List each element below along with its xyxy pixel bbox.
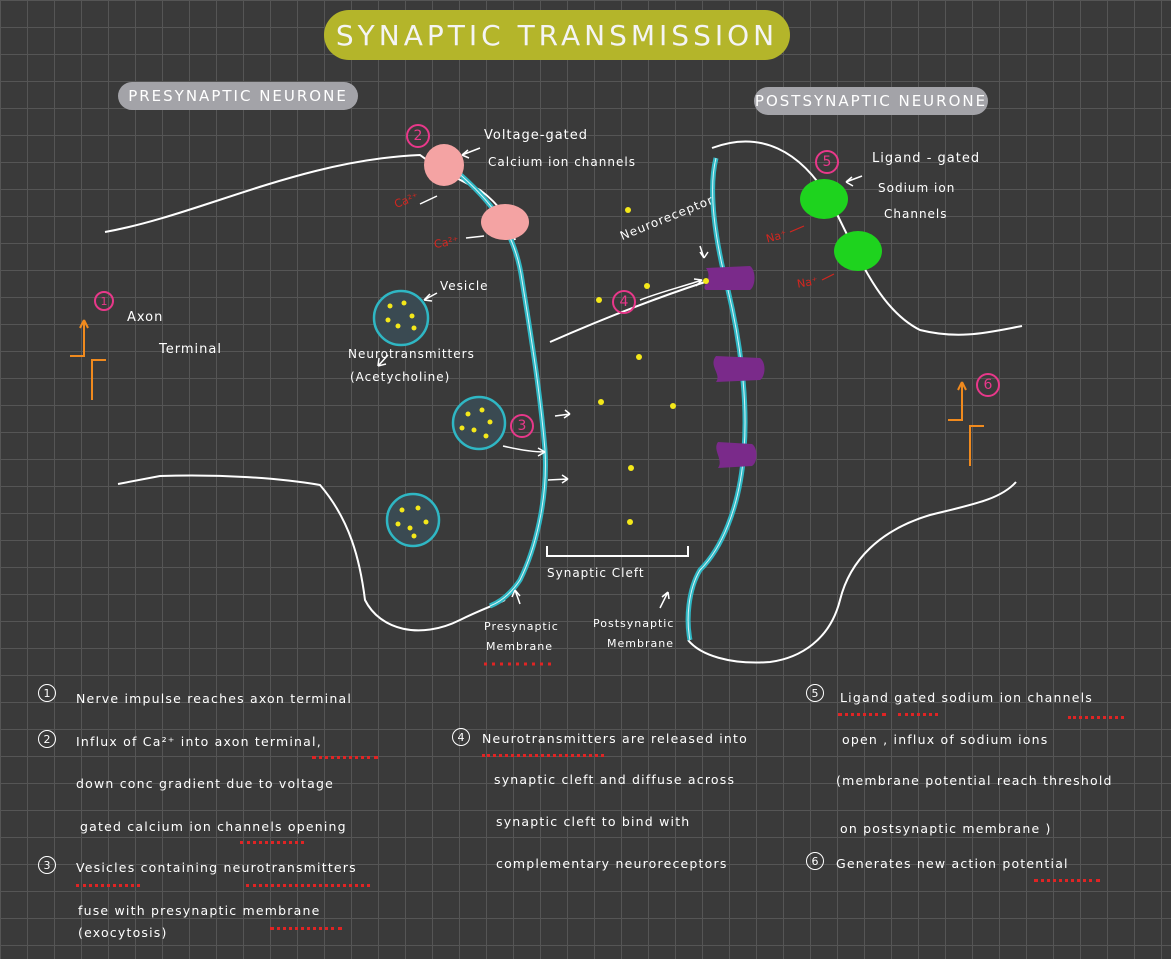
sodium-channel-1 xyxy=(800,179,848,219)
note-number-2: 2 xyxy=(38,730,56,748)
vesicle-3 xyxy=(385,492,441,548)
sodium-channel-2 xyxy=(834,231,882,271)
note-number-6: 6 xyxy=(806,852,824,870)
page-title: SYNAPTIC TRANSMISSION xyxy=(324,10,790,60)
presynaptic-outline xyxy=(104,153,516,241)
note-number-5: 5 xyxy=(806,684,824,702)
vesicle-2 xyxy=(451,395,507,451)
note-2-line-2: down conc gradient due to voltage xyxy=(76,776,334,791)
note-5-line-4: on postsynaptic membrane ) xyxy=(840,821,1052,836)
ligand-gated-label: Ligand - gated xyxy=(872,151,981,166)
postsynaptic-membrane xyxy=(685,157,748,641)
note-4-line-2: synaptic cleft and diffuse across xyxy=(494,772,736,787)
note-3-line-3: (exocytosis) xyxy=(78,925,168,940)
presynaptic-neurone-label: PRESYNAPTIC NEURONE xyxy=(118,82,358,110)
sodium-ion-label: Sodium ion xyxy=(878,181,956,195)
step-marker-6: 6 xyxy=(976,373,1000,397)
impulse-arrow-right xyxy=(948,381,984,466)
neuroreceptor-1 xyxy=(704,266,755,290)
note-2-underline-2 xyxy=(240,841,304,844)
note-5-line-3: (membrane potential reach threshold xyxy=(836,773,1113,788)
note-3-underline-2 xyxy=(246,884,370,887)
calcium-channel-2 xyxy=(481,204,529,240)
calcium-channel-1 xyxy=(424,144,464,186)
note-3-underline-3 xyxy=(270,927,342,930)
note-6: Generates new action potential xyxy=(836,856,1069,871)
note-2-underline xyxy=(312,756,378,759)
step-marker-2: 2 xyxy=(406,124,430,148)
neuroreceptor-3 xyxy=(716,442,757,468)
note-4-underline xyxy=(482,754,604,757)
vesicle-1 xyxy=(372,289,430,347)
presynaptic-membrane-label: Presynaptic xyxy=(484,620,559,633)
presynaptic-outline-lower xyxy=(117,474,506,632)
note-number-4: 4 xyxy=(452,728,470,746)
note-3-line-1: Vesicles containing neurotransmitters xyxy=(76,860,357,875)
note-4-line-4: complementary neuroreceptors xyxy=(496,856,728,871)
channels-label: Channels xyxy=(884,207,948,221)
step-marker-4: 4 xyxy=(612,290,636,314)
calcium-channels-label: Calcium ion channels xyxy=(488,155,636,169)
neuroreceptor-2 xyxy=(713,356,765,382)
acetylcholine-label: (Acetycholine) xyxy=(350,370,451,384)
annotation-arrows xyxy=(377,147,863,609)
note-5-underline-2 xyxy=(898,713,938,716)
terminal-label: Terminal xyxy=(159,342,222,357)
note-5-underline-3 xyxy=(1068,716,1124,719)
neurotransmitters-in-cleft xyxy=(596,207,709,525)
postsynaptic-outline-lower xyxy=(687,481,1017,664)
impulse-arrow-left xyxy=(70,319,106,400)
postsynaptic-membrane-label-2: Membrane xyxy=(607,637,674,650)
postsynaptic-neurone-label: POSTSYNAPTIC NEURONE xyxy=(754,87,988,115)
note-2-line-3: gated calcium ion channels opening xyxy=(80,819,347,834)
note-5-line-2: open , influx of sodium ions xyxy=(842,732,1049,747)
presynaptic-membrane-label-2: Membrane xyxy=(486,640,553,653)
cleft-bracket xyxy=(546,546,689,557)
axon-label: Axon xyxy=(127,310,164,325)
note-4-line-1: Neurotransmitters are released into xyxy=(482,731,748,746)
voltage-gated-label: Voltage-gated xyxy=(484,128,589,143)
note-6-underline xyxy=(1034,879,1100,882)
neurotransmitters-label: Neurotransmitters xyxy=(348,347,475,361)
note-2-line-1: Influx of Ca²⁺ into axon terminal, xyxy=(76,734,322,749)
note-4-line-3: synaptic cleft to bind with xyxy=(496,814,691,829)
note-number-1: 1 xyxy=(38,684,56,702)
vesicle-label: Vesicle xyxy=(440,279,489,293)
note-5-line-1: Ligand gated sodium ion channels xyxy=(840,690,1093,705)
note-3-line-2: fuse with presynaptic membrane xyxy=(78,903,321,918)
step-marker-1: 1 xyxy=(94,291,114,311)
step-marker-5: 5 xyxy=(815,150,839,174)
synaptic-cleft-label: Synaptic Cleft xyxy=(547,566,645,580)
postsynaptic-membrane-label: Postsynaptic xyxy=(593,617,675,630)
note-number-3: 3 xyxy=(38,856,56,874)
step-marker-3: 3 xyxy=(510,414,534,438)
note-1: Nerve impulse reaches axon terminal xyxy=(76,691,353,706)
note-5-underline-1 xyxy=(838,713,886,716)
note-3-underline-1 xyxy=(76,884,140,887)
